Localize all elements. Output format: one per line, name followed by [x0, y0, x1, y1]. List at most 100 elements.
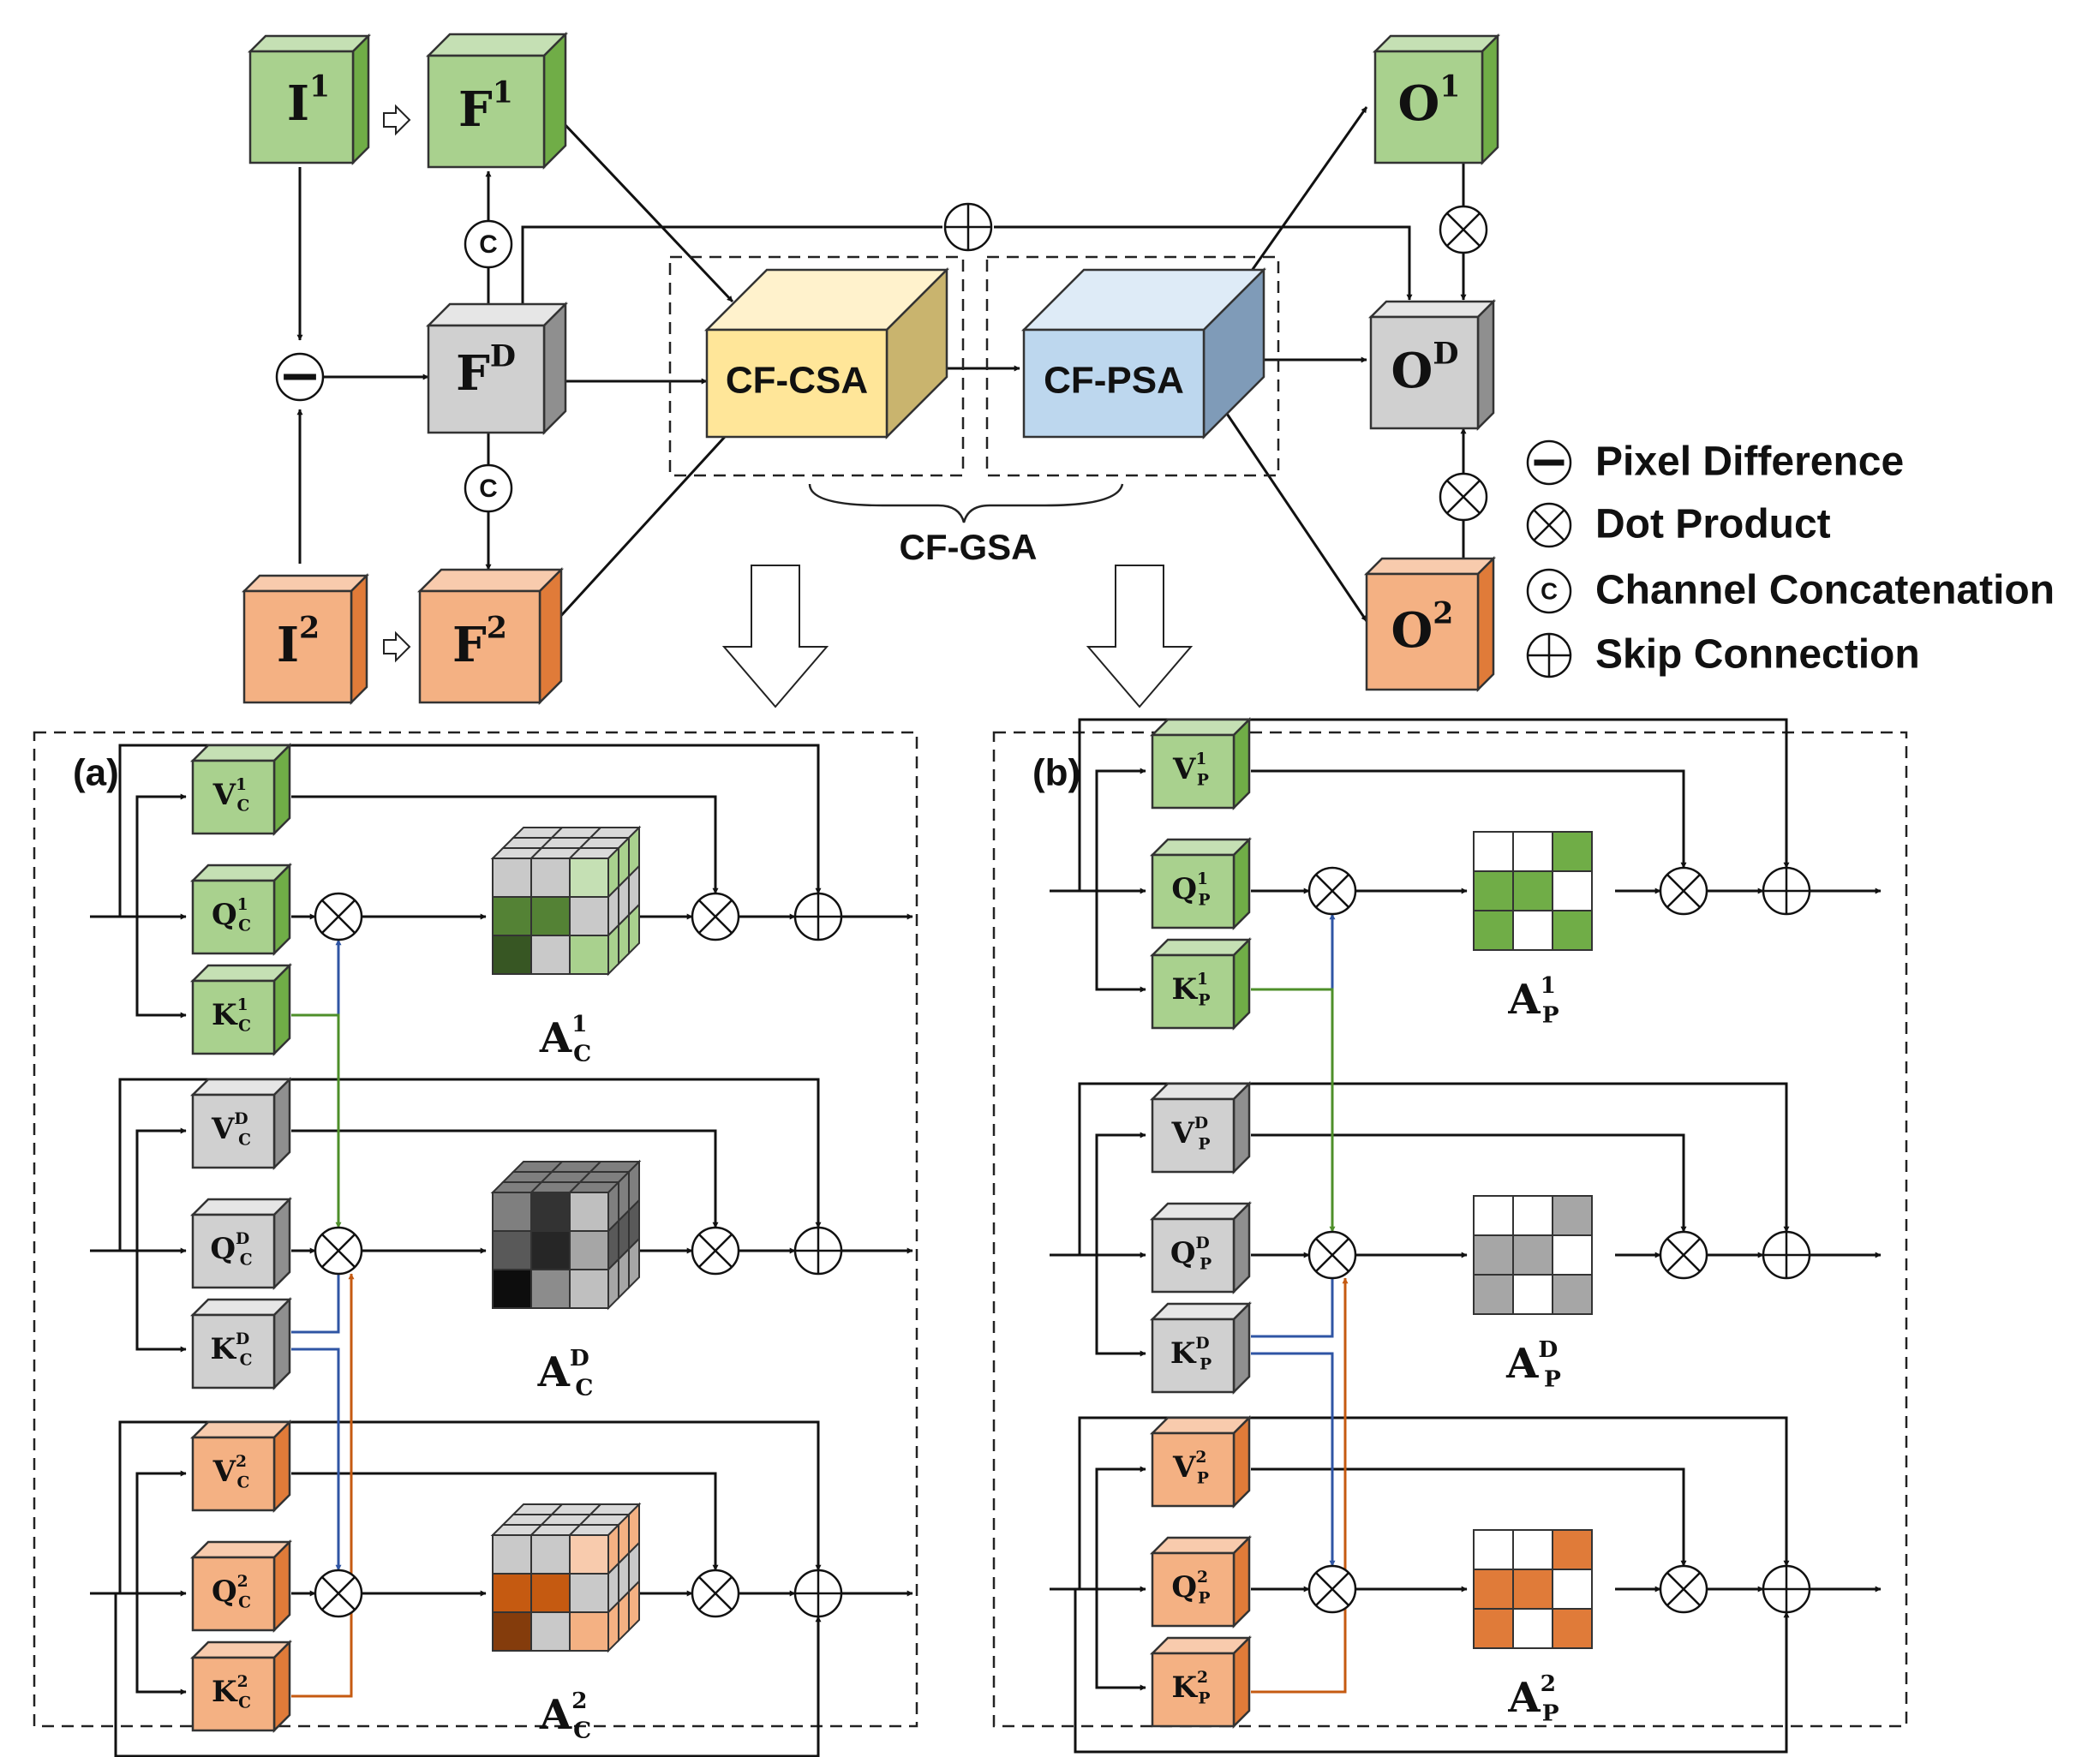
legend-icon-c-ring: [1526, 568, 1572, 614]
panel_b-a-label-0-sup: 1: [1541, 972, 1556, 999]
panel_b-attention-2-cell: [1473, 1608, 1514, 1649]
panel_a-q-cube-2-label-sub: C: [238, 1593, 251, 1612]
panel_b-to-v-0: [1095, 768, 1146, 891]
panel_b-k-cube-2-label-base: K: [1171, 1670, 1198, 1705]
legend-icon-minus: [1526, 439, 1572, 486]
panel_a-dot-op-1: [691, 1226, 740, 1276]
panel_b-attention-0-cell: [1473, 831, 1514, 872]
panel_a-q-cube-0-label-sub: C: [238, 917, 251, 935]
panel_a-q-cube-2-label-sup: 2: [237, 1572, 248, 1591]
panel_a-dot-op-0: [691, 892, 740, 941]
i1-cube: [247, 33, 372, 166]
panel_a-attention-2: [490, 1502, 642, 1653]
panel_b-a-label-2-sup: 2: [1541, 1670, 1556, 1697]
i2-label-base: I: [277, 617, 299, 673]
panel_b-k-cube-0-label-sub: P: [1198, 991, 1210, 1010]
panel_b-v-cube-1-front: [1151, 1097, 1235, 1174]
panel_b-mul-op-2-stroke2: [1315, 1572, 1349, 1606]
panel_b-k-cube-2-side: [1232, 1634, 1251, 1730]
panel_b-a-label-0-sub: P: [1542, 1001, 1559, 1028]
panel_a-q-cube-0-front: [191, 879, 276, 955]
panel_b-attention-2-cell: [1512, 1529, 1553, 1570]
panel_b-v-cube-0-front: [1151, 733, 1235, 810]
panel_b-attention-2-cell: [1473, 1529, 1514, 1570]
panel_b-q-cube-0-label-sub: P: [1199, 891, 1211, 910]
panel_b-attention-1-cell: [1512, 1195, 1553, 1236]
panel_a-k-cube-0-label-base: K: [212, 998, 238, 1032]
o2-cube: [1363, 555, 1497, 693]
panel_a-attention-2-front-cell: [530, 1534, 571, 1575]
panel_a-residual-2: [118, 1420, 822, 1593]
panel_b-mul-op-0-stroke2: [1315, 874, 1349, 908]
panel_a-v-cube-2-label-sup: 2: [236, 1452, 247, 1471]
f2-cube-front: [418, 589, 541, 704]
panel_b-v-cube-0-side: [1232, 716, 1251, 811]
panel_a-attention-0-front-cell: [569, 858, 609, 898]
panel_a-bottom-residual: [114, 1593, 822, 1757]
panel_b-k-cube-1-side: [1232, 1300, 1251, 1395]
panel_a-attention-0: [490, 825, 642, 977]
panel_b-skip-op-2: [1762, 1564, 1811, 1614]
panel_a-mul-op-2-stroke2: [321, 1576, 356, 1611]
panel_b-k-cube-2-front: [1151, 1652, 1235, 1728]
panel_a-v-cube-0-label-sub: C: [236, 797, 249, 816]
f1-cube-side: [542, 31, 567, 170]
panel_a-attention-1-side-cell: [628, 1236, 640, 1290]
panel_a-a-label-0-sup: 1: [571, 1011, 587, 1037]
panel_a-dot-op-2-stroke2: [698, 1576, 733, 1611]
panel_a-v-cube-2: [189, 1419, 293, 1514]
panel_a-k-cube-2-front: [191, 1656, 276, 1732]
panel_b-q-cube-1-front: [1151, 1217, 1235, 1294]
panel_b-v-cube-2-label-sub: P: [1197, 1469, 1209, 1488]
panel_b-attention-2-cell: [1552, 1608, 1593, 1649]
panel_a-v-cube-0-front: [191, 759, 276, 835]
cf-gsa-label: CF-GSA: [900, 527, 1038, 567]
panel_a-mul-op-1-stroke2: [321, 1234, 356, 1268]
panel_b-v-cube-0-label-sub: P: [1197, 771, 1209, 790]
panel_b-mul-op-2: [1307, 1564, 1357, 1614]
panel_a-attention-1-front-cell: [492, 1269, 532, 1309]
panel_b-q-cube-0: [1149, 836, 1253, 931]
legend-icon-c: C: [1526, 568, 1572, 614]
panel_b-v-cube-2-label-sup: 2: [1195, 1448, 1206, 1467]
i2-cube-side: [350, 572, 368, 706]
panel_a-to-k-0: [135, 917, 187, 1019]
concat-op-top: C: [464, 219, 513, 269]
panel_a-v-cube-1-label-base: V: [211, 1112, 235, 1146]
panel_a-attention-0-front-cell: [492, 896, 532, 936]
panel_b-q-cube-2-front: [1151, 1551, 1235, 1628]
panel_a-v-cube-0: [189, 742, 293, 837]
panel_b-attention-0-cell: [1473, 870, 1514, 911]
down-arrow-to-b: [1086, 565, 1194, 708]
cf-psa-block: [1020, 266, 1267, 440]
panel_b-skip-op-1: [1762, 1230, 1811, 1280]
panel_b-k-cube-0: [1149, 936, 1253, 1031]
panel_a-attention-0-side-cell: [628, 902, 640, 956]
panel_b-a-label-1-base: A: [1505, 1340, 1539, 1388]
f2-cube: [416, 566, 565, 706]
panel_b-mul-op-1: [1307, 1230, 1357, 1280]
panel_a-k1-to-mul2: [291, 1013, 342, 1228]
panel_b-attention-1-cell: [1552, 1274, 1593, 1315]
panel_a-frame: [33, 731, 918, 1728]
panel_a-v-cube-0-label-sup: 1: [236, 775, 247, 794]
panel_b-dot-op-1-stroke2: [1666, 1238, 1701, 1272]
panel_a-attention-0-front-cell: [530, 858, 571, 898]
legend-icon-c-letter: C: [1541, 577, 1558, 604]
panel_a-q-cube-1-front: [191, 1213, 276, 1289]
panel_a-attention-1-front-cell: [569, 1192, 609, 1232]
i2-cube: [241, 572, 370, 706]
legend-icon-plus: [1526, 632, 1572, 678]
dot-op-o2: [1439, 472, 1488, 522]
i2-label-sup: 2: [299, 611, 320, 646]
panel_b-attention-1-cell: [1512, 1274, 1553, 1315]
f1-cube-top: [425, 33, 569, 57]
panel_a-v-cube-2-side: [272, 1419, 291, 1514]
